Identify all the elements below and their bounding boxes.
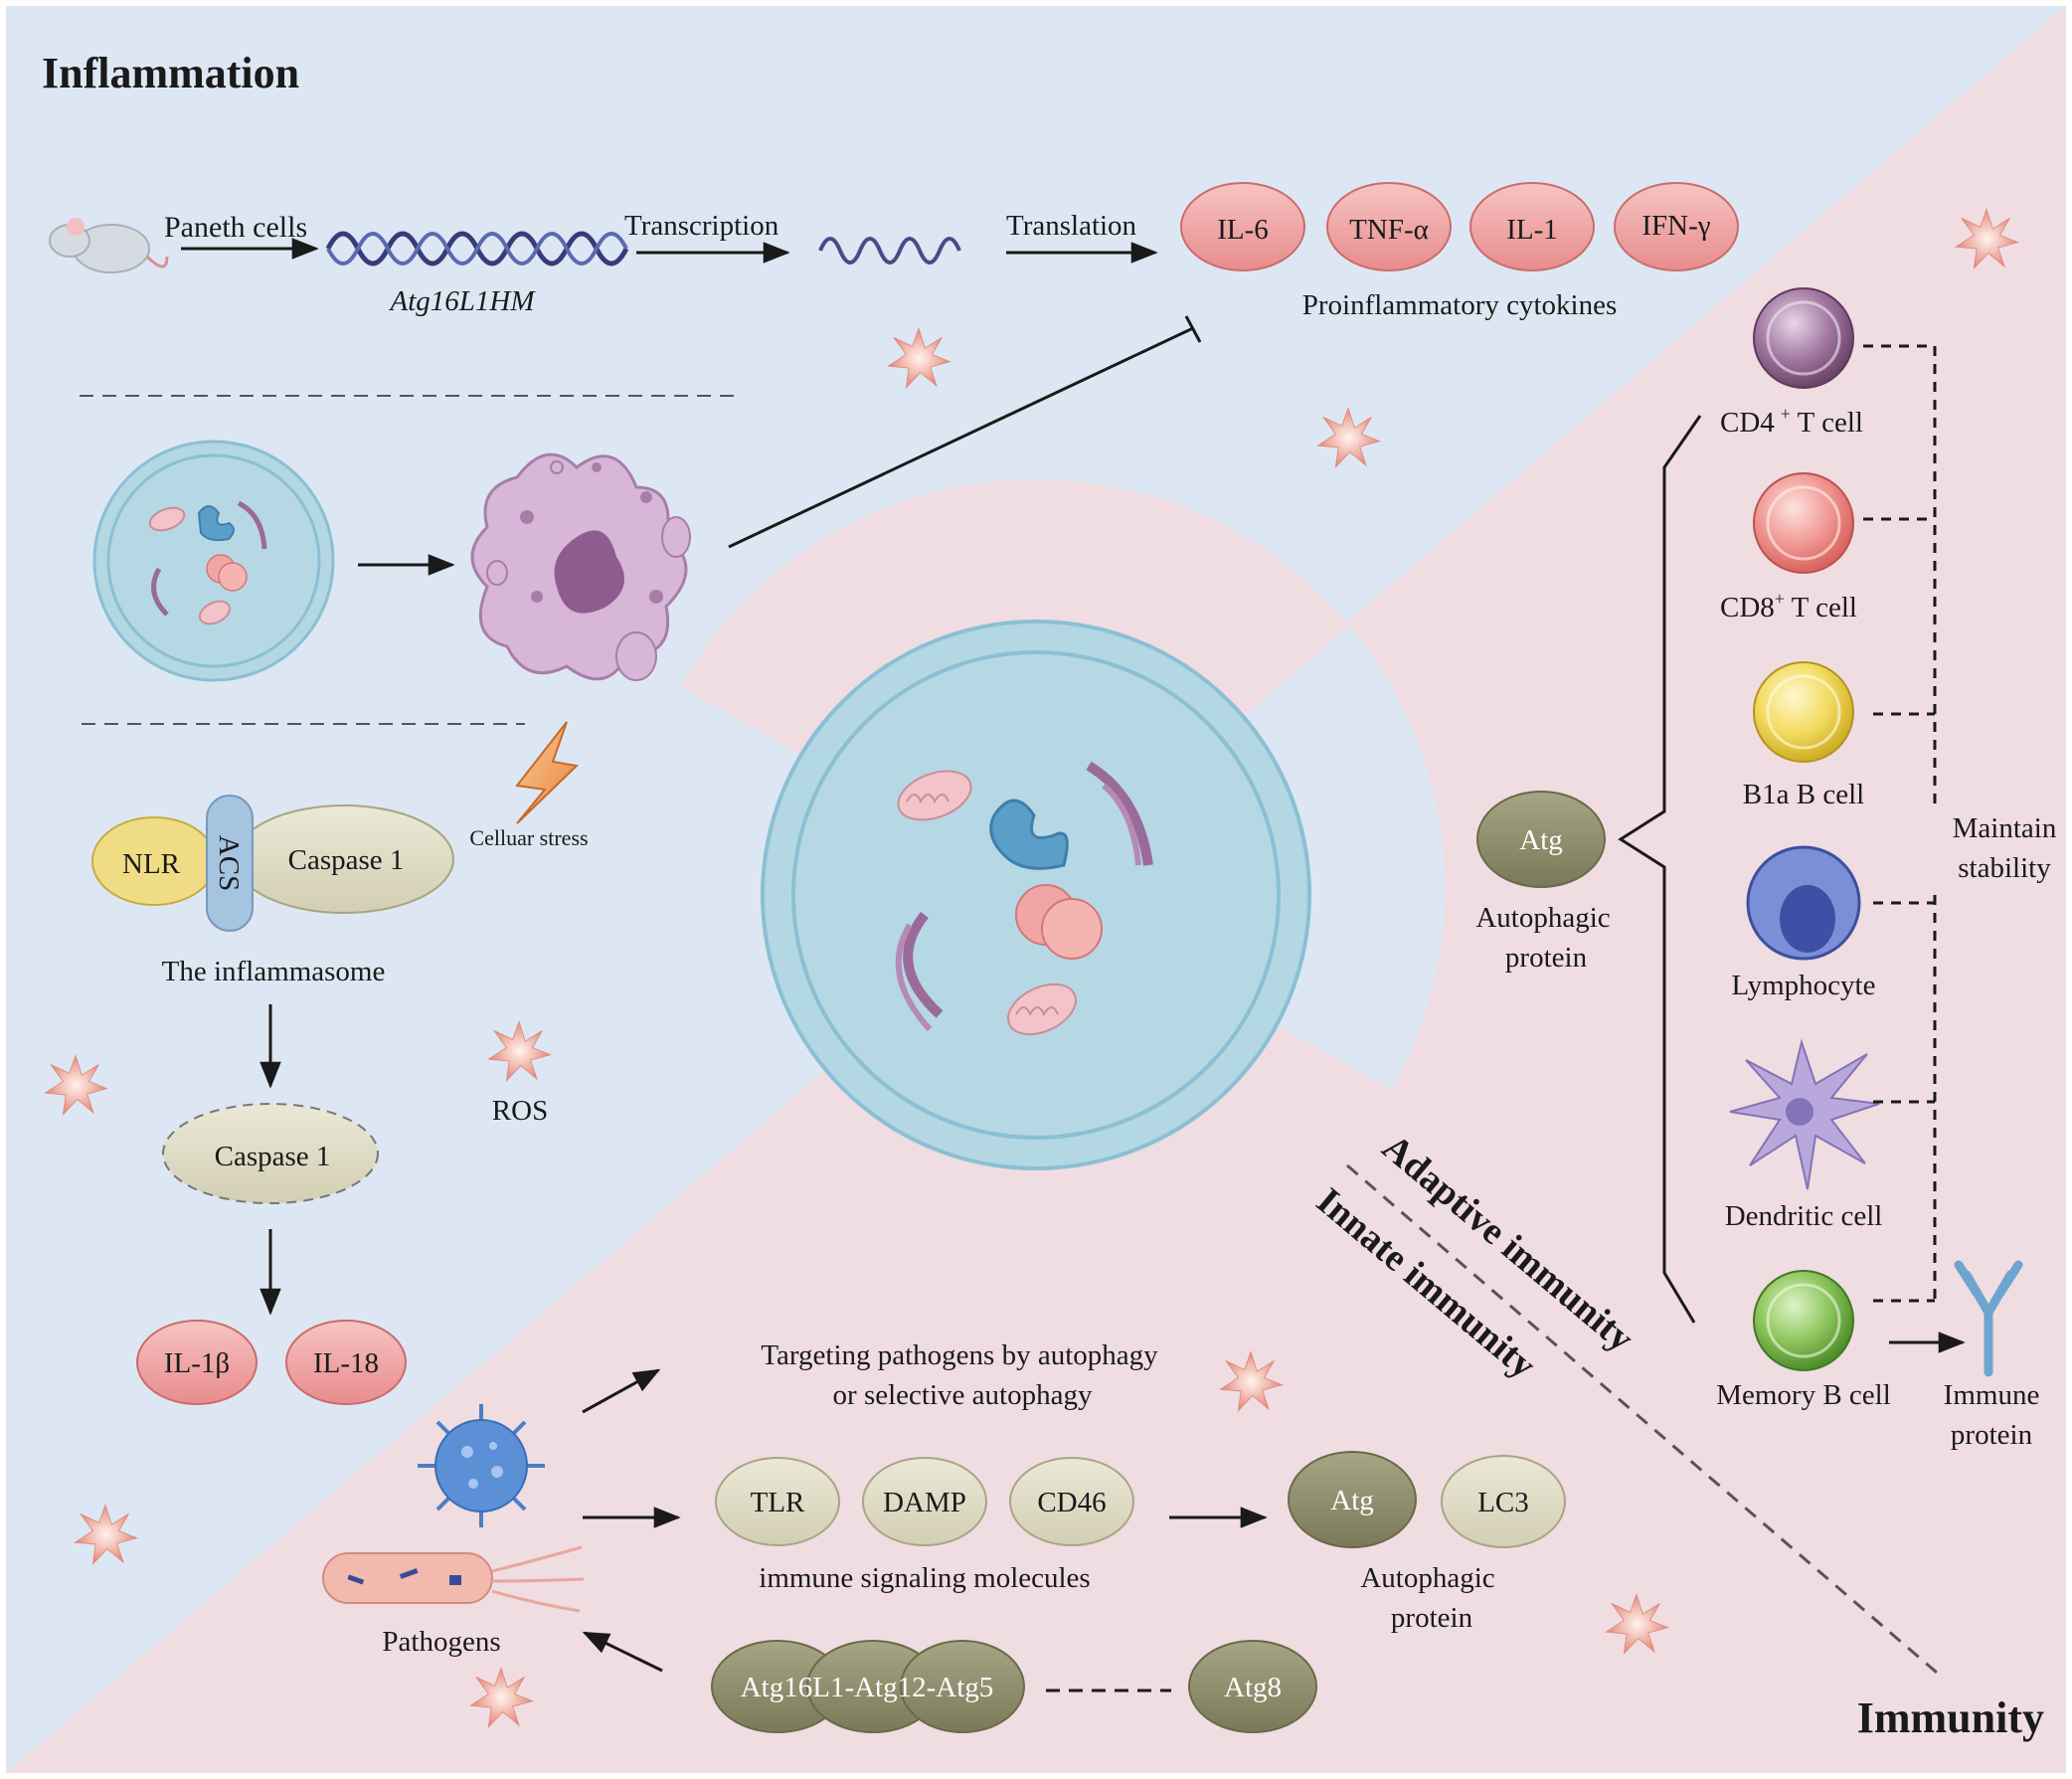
arrow-to-pathogens bbox=[582, 1631, 663, 1673]
cytokine-il1: IL-1 bbox=[1469, 182, 1595, 271]
inflammasome-complex bbox=[91, 795, 454, 932]
svg-text:Atg16L1-Atg12-Atg5: Atg16L1-Atg12-Atg5 bbox=[741, 1672, 994, 1703]
label-protein-innate: protein bbox=[1391, 1602, 1473, 1634]
label-active-caspase: Caspase 1 bbox=[215, 1141, 331, 1172]
cd4-cell-icon bbox=[1753, 287, 1854, 389]
bacterium-icon bbox=[322, 1545, 585, 1613]
label-cytokines: Proinflammatory cytokines bbox=[1302, 289, 1618, 321]
label-immune: Immune bbox=[1944, 1379, 2040, 1411]
label-gene: Atg16L1HM bbox=[389, 285, 537, 317]
label-stability: stability bbox=[1958, 852, 2051, 884]
il1b-oval: IL-1β bbox=[136, 1320, 258, 1405]
label-translation: Translation bbox=[1006, 210, 1137, 242]
title-inflammation: Inflammation bbox=[42, 49, 299, 97]
label-stress: Celluar stress bbox=[469, 825, 588, 850]
atg-complex: Atg16L1-Atg12-Atg5 bbox=[711, 1640, 1025, 1733]
svg-text:Atg: Atg bbox=[1330, 1485, 1374, 1516]
signal-cd46: CD46 bbox=[1009, 1457, 1134, 1546]
svg-text:IFN-γ: IFN-γ bbox=[1641, 210, 1710, 242]
svg-text:CD46: CD46 bbox=[1037, 1487, 1106, 1518]
title-immunity: Immunity bbox=[1857, 1693, 2044, 1742]
label-paneth: Paneth cells bbox=[164, 211, 307, 244]
lymphocyte-icon bbox=[1746, 845, 1861, 961]
label-nlr: NLR bbox=[122, 848, 181, 880]
virus-icon bbox=[418, 1404, 545, 1527]
healthy-cell-icon bbox=[92, 440, 335, 682]
arrow-targeting bbox=[582, 1368, 661, 1414]
atg8-oval: Atg8 bbox=[1188, 1640, 1317, 1733]
svg-text:IL-6: IL-6 bbox=[1217, 214, 1269, 246]
label-maintain: Maintain bbox=[1953, 812, 2057, 844]
dna-helix-icon bbox=[325, 231, 629, 267]
label-ros: ROS bbox=[492, 1095, 548, 1127]
signal-tlr: TLR bbox=[715, 1457, 840, 1546]
memory-b-cell-icon bbox=[1753, 1270, 1854, 1371]
label-cd8: CD8+ T cell bbox=[1720, 589, 1857, 623]
svg-text:IL-1: IL-1 bbox=[1506, 214, 1558, 246]
svg-text:TLR: TLR bbox=[751, 1487, 805, 1518]
stability-connectors bbox=[1863, 344, 1937, 1303]
lc3-oval: LC3 bbox=[1441, 1455, 1566, 1548]
label-acs: ACS bbox=[213, 835, 245, 891]
svg-text:IL-18: IL-18 bbox=[313, 1347, 379, 1379]
immunity-divider bbox=[1346, 1163, 1945, 1681]
svg-text:IL-1β: IL-1β bbox=[164, 1347, 230, 1379]
label-inflammasome: The inflammasome bbox=[162, 956, 386, 987]
label-b1a: B1a B cell bbox=[1743, 779, 1864, 810]
il18-oval: IL-18 bbox=[285, 1320, 407, 1405]
svg-text:LC3: LC3 bbox=[1477, 1487, 1529, 1518]
svg-text:DAMP: DAMP bbox=[883, 1487, 966, 1518]
label-dendritic: Dendritic cell bbox=[1725, 1200, 1883, 1232]
atg-oval-adaptive bbox=[1476, 791, 1606, 888]
mrna-icon bbox=[818, 237, 961, 265]
label-targeting-1: Targeting pathogens by autophagy bbox=[761, 1339, 1158, 1371]
atg-oval-innate: Atg bbox=[1288, 1451, 1417, 1548]
antibody-icon bbox=[1954, 1260, 2023, 1377]
cd8-cell-icon bbox=[1753, 472, 1854, 574]
label-autophagic-innate: Autophagic bbox=[1360, 1562, 1494, 1594]
svg-text:TNF-α: TNF-α bbox=[1349, 214, 1429, 246]
damaged-cell-icon bbox=[470, 452, 691, 681]
label-transcription: Transcription bbox=[624, 210, 779, 242]
label-atg-adaptive: Atg bbox=[1519, 824, 1563, 856]
active-caspase bbox=[162, 1103, 379, 1204]
label-signaling: immune signaling molecules bbox=[759, 1562, 1090, 1594]
label-immune-protein: protein bbox=[1951, 1419, 2033, 1451]
lightning-icon bbox=[515, 721, 580, 824]
cytokine-il6: IL-6 bbox=[1180, 182, 1305, 271]
inhibit-line bbox=[728, 326, 1194, 549]
central-cell bbox=[761, 620, 1311, 1170]
svg-text:Atg8: Atg8 bbox=[1224, 1672, 1282, 1703]
label-pathogens: Pathogens bbox=[382, 1626, 500, 1658]
dendritic-cell-icon bbox=[1729, 1038, 1880, 1190]
label-autophagic-adaptive: Autophagic bbox=[1475, 902, 1610, 934]
cytokine-tnf: TNF-α bbox=[1326, 182, 1452, 271]
mouse-icon bbox=[49, 218, 169, 273]
label-cd4: CD4+ T cell bbox=[1720, 404, 1863, 439]
signal-damp: DAMP bbox=[862, 1457, 987, 1546]
cytokine-ifn: IFN-γ bbox=[1614, 182, 1739, 271]
inhibit-bar bbox=[1184, 315, 1202, 343]
label-targeting-2: or selective autophagy bbox=[833, 1379, 1093, 1411]
label-memory-b: Memory B cell bbox=[1716, 1379, 1891, 1411]
b1a-cell-icon bbox=[1753, 661, 1854, 763]
label-caspase1: Caspase 1 bbox=[288, 844, 405, 876]
label-lymphocyte: Lymphocyte bbox=[1732, 970, 1876, 1001]
cell-bracket bbox=[1618, 415, 1702, 1324]
label-protein-adaptive: protein bbox=[1505, 942, 1588, 974]
